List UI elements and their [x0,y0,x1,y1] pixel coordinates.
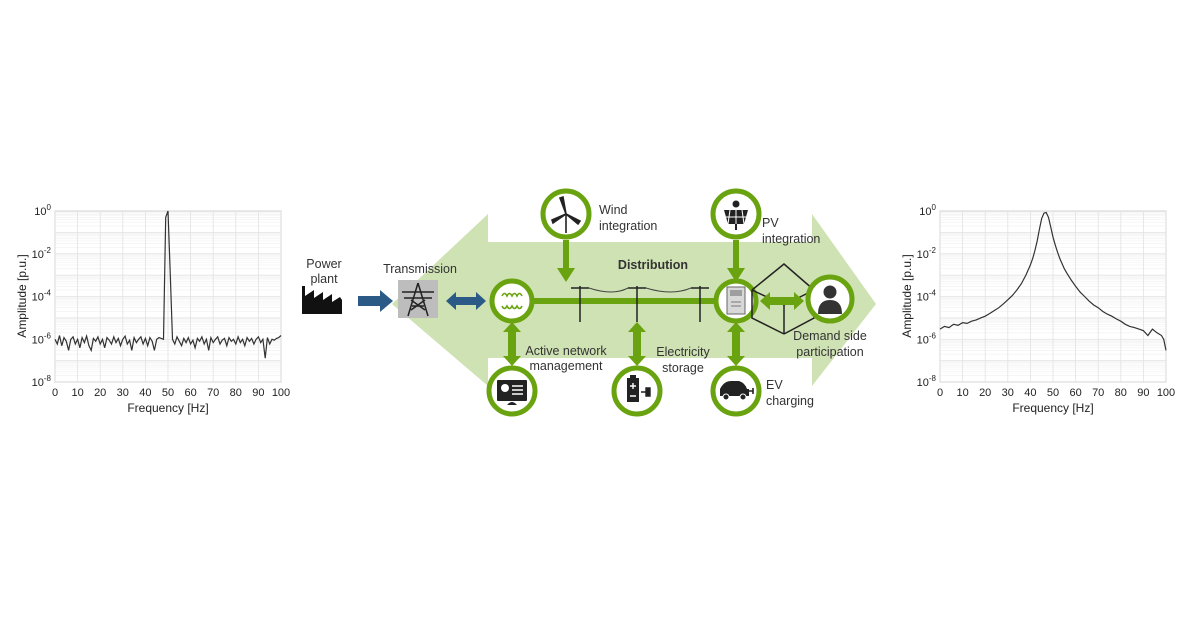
electric-car-icon [720,381,754,401]
x-tick-labels-left: 0 10 20 30 40 50 60 70 80 90 100 [52,387,290,399]
y-axis-label-left: Amplitude [p.u.] [15,254,29,337]
x-tick-label: 40 [139,387,151,399]
transformer-node [489,278,535,324]
y-tick-labels-left: 100 10-2 10-4 10-6 10-8 [32,203,52,389]
ev-node [710,365,762,417]
ev-label-2: charging [766,394,814,408]
demand-label-2: participation [796,345,863,359]
transformer-icon [501,292,523,310]
y-tick-label: 10-2 [917,246,937,261]
x-tick-label: 90 [252,387,264,399]
active-network-arrow [503,322,521,366]
y-tick-label: 10-2 [32,246,52,261]
smart-meter-icon [726,286,746,315]
wind-label-1: Wind [599,203,628,217]
storage-label-2: storage [662,361,704,375]
pv-node [710,188,762,240]
wind-turbine-icon [551,195,582,233]
x-tick-label: 20 [979,387,991,399]
x-tick-label: 0 [52,387,58,399]
x-tick-label: 70 [207,387,219,399]
x-tick-label: 90 [1137,387,1149,399]
battery-icon [627,375,651,402]
y-tick-label: 10-4 [32,289,52,304]
utility-poles [571,286,709,322]
y-tick-label: 100 [919,203,936,218]
distribution-label: Distribution [618,258,688,272]
plant-to-transmission-arrow [358,290,393,312]
y-tick-label: 10-8 [917,374,937,389]
grid-right [939,210,1167,383]
series-line-right [939,211,1167,351]
pv-label-2: integration [762,232,820,246]
x-tick-label: 100 [1157,387,1175,399]
y-tick-label: 10-4 [917,289,937,304]
x-tick-label: 30 [117,387,129,399]
x-tick-label: 10 [956,387,968,399]
meter-demand-arrow [760,292,804,310]
y-tick-label: 10-6 [917,331,937,346]
storage-node [611,365,663,417]
demand-side-node [760,274,855,324]
x-tick-label: 60 [184,387,196,399]
active-network-node [486,365,538,417]
smart-grid-diagram: Power plant Transmission Distribution [302,188,876,417]
demand-label-1: Demand side [793,329,867,343]
power-plant-label-1: Power [306,257,341,271]
solar-panel-icon [724,200,748,230]
ev-arrow [727,322,745,366]
grid-left [54,210,282,383]
y-tick-label: 10-8 [32,374,52,389]
x-tick-label: 50 [162,387,174,399]
active-network-label-2: management [530,359,603,373]
x-tick-label: 100 [272,387,290,399]
x-tick-label: 40 [1024,387,1036,399]
y-axis-label-right: Amplitude [p.u.] [900,254,914,337]
x-tick-labels-right: 0 10 20 30 40 50 60 70 80 90 100 [937,387,1175,399]
transmission-tower-icon [398,280,438,318]
x-tick-label: 80 [230,387,242,399]
storage-arrow [628,322,646,366]
x-tick-label: 10 [71,387,83,399]
x-tick-label: 50 [1047,387,1059,399]
x-tick-label: 70 [1092,387,1104,399]
y-tick-label: 10-6 [32,331,52,346]
storage-label-1: Electricity [656,345,710,359]
smart-meter-node [713,278,759,324]
y-tick-labels-right: 100 10-2 10-4 10-6 10-8 [917,203,937,389]
x-tick-label: 80 [1115,387,1127,399]
transmission-label: Transmission [383,262,457,276]
control-panel-icon [497,380,527,405]
wind-node [540,188,592,240]
x-axis-label-right: Frequency [Hz] [1012,401,1093,415]
ev-label-1: EV [766,378,783,392]
x-axis-label-left: Frequency [Hz] [127,401,208,415]
x-tick-label: 0 [937,387,943,399]
wind-label-2: integration [599,219,657,233]
wind-to-bus-arrow [557,240,575,282]
factory-icon [302,286,342,314]
active-network-label-1: Active network [525,344,607,358]
series-line-left [54,210,282,359]
person-icon [818,285,842,314]
x-tick-label: 30 [1002,387,1014,399]
x-tick-label: 60 [1069,387,1081,399]
pv-label-1: PV [762,216,779,230]
power-plant-label-2: plant [310,272,338,286]
y-tick-label: 100 [34,203,51,218]
pv-to-meter-arrow [727,240,745,282]
x-tick-label: 20 [94,387,106,399]
transmission-distribution-arrow [446,292,486,310]
